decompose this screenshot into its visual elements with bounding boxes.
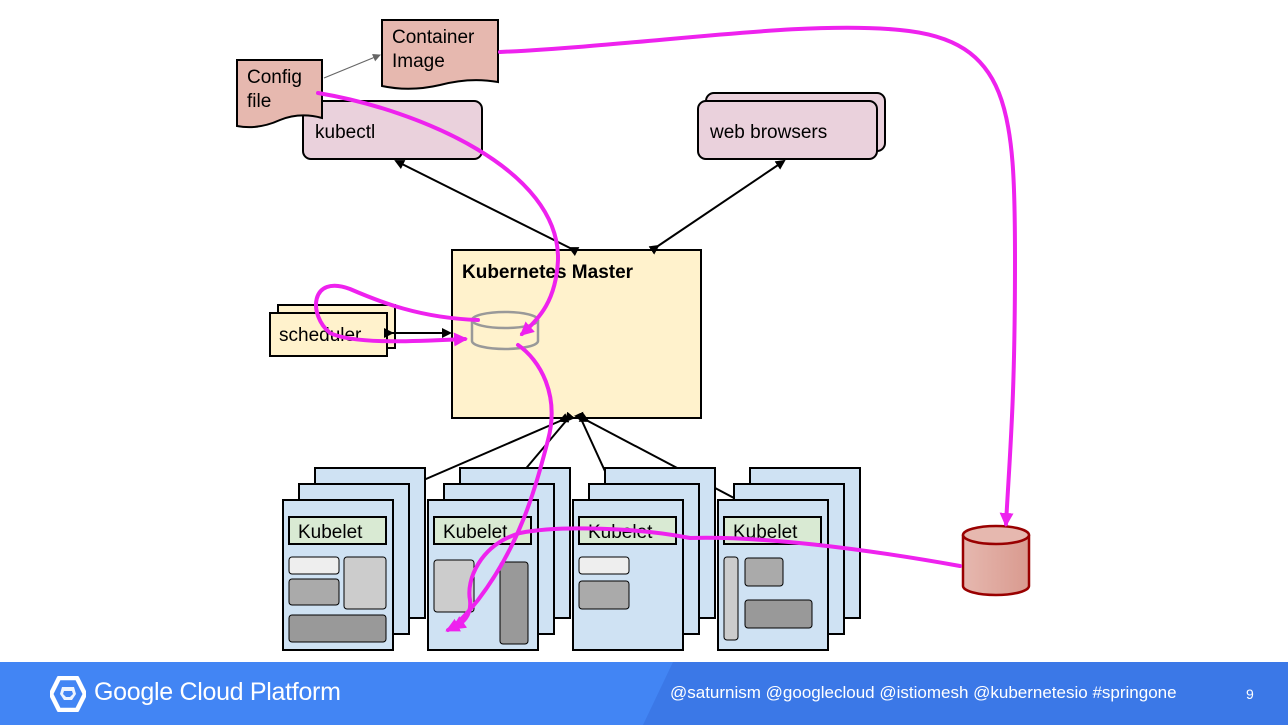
build-arrow <box>323 53 381 79</box>
kubernetes-master-label: Kubernetes Master <box>462 262 634 283</box>
web-browsers-box: web browsers <box>697 92 886 160</box>
footer-accent-panel <box>643 662 1288 725</box>
node-3: Kubelet <box>572 467 716 651</box>
social-handles: @saturnism @googlecloud @istiomesh @kube… <box>670 683 1177 702</box>
footer-bar: Google Cloud Platform @saturnism @google… <box>0 662 1288 725</box>
container-image-label-2: Image <box>392 51 445 72</box>
scheduler-box: scheduler <box>269 304 396 357</box>
node-1: Kubelet <box>282 467 426 651</box>
node-4: Kubelet <box>717 467 861 651</box>
scheduler-label: scheduler <box>279 325 362 346</box>
google-cloud-hexagon-icon <box>50 676 86 712</box>
config-file-label-2: file <box>247 91 271 112</box>
config-file-label-1: Config <box>247 67 302 88</box>
kubectl-box: kubectl <box>302 100 483 160</box>
container-image-label-1: Container <box>392 27 475 48</box>
kubelet-label-1: Kubelet <box>298 522 363 543</box>
node-2: Kubelet <box>427 467 571 651</box>
deployment-flow-arrows <box>314 25 1018 632</box>
kubernetes-master-box: Kubernetes Master <box>451 249 702 419</box>
config-file-document: Config file <box>236 59 323 129</box>
slide-page-number: 9 <box>1246 686 1254 702</box>
architecture-diagram: kubectl web browsers Config file Contain… <box>236 19 1031 651</box>
web-browsers-label: web browsers <box>709 122 827 143</box>
brand-name: Google Cloud Platform <box>94 678 341 706</box>
container-image-document: Container Image <box>381 19 499 90</box>
storage-cylinder-icon <box>961 524 1031 597</box>
kubectl-label: kubectl <box>315 122 375 143</box>
kubelet-label-2: Kubelet <box>443 522 508 543</box>
